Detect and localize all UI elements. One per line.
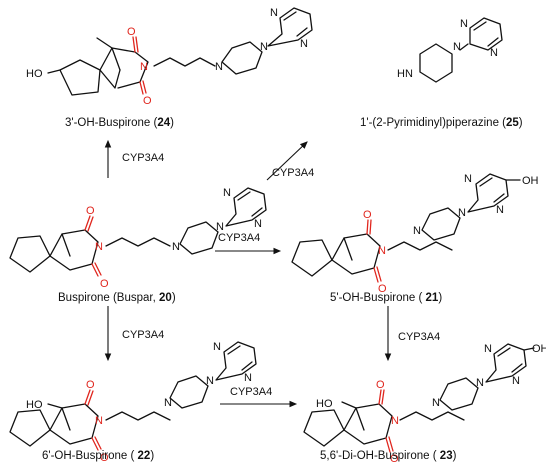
atom-oh-23: OH (532, 343, 546, 355)
atom-n-pyr-22a: N (244, 372, 252, 384)
compound-21-structure (291, 173, 521, 283)
atom-n-imide-24: N (140, 61, 148, 73)
enzyme-label-20-21: CYP3A4 (218, 232, 260, 244)
atom-n-pyr-24a: N (300, 38, 308, 50)
compound-20-structure (9, 187, 267, 277)
compound-22-structure (9, 341, 257, 451)
atom-n-pyr-21b: N (464, 173, 472, 185)
atom-n-pyr-20b: N (223, 187, 231, 199)
atom-n-pip-21a: N (413, 225, 421, 237)
atom-n-imide-22: N (95, 415, 103, 427)
label-compound-21: 5'-OH-Buspirone ( 21) (330, 292, 442, 304)
atom-o-20b: O (100, 278, 109, 290)
atom-o-23b: O (390, 453, 399, 463)
atom-n-pip-20a: N (172, 241, 180, 253)
atom-n-pyr-22b: N (213, 341, 221, 353)
atom-n-pip-23b: N (476, 377, 484, 389)
label-compound-23: 5,6'-Di-OH-Buspirone ( 23) (320, 450, 457, 462)
atom-o-20a: O (86, 205, 95, 217)
compound-24-structure (47, 7, 313, 96)
label-compound-24: 3'-OH-Buspirone (24) (65, 117, 174, 129)
atom-ho-24: HO (26, 68, 43, 80)
compound-23-structure (303, 343, 535, 453)
atom-n-pip-23a: N (432, 397, 440, 409)
enzyme-label-20-22: CYP3A4 (122, 329, 164, 341)
atom-oh-21: OH (522, 175, 539, 187)
atom-n-pip-20b: N (216, 221, 224, 233)
atom-n-imide-23: N (391, 415, 399, 427)
arrow-20-to-25 (266, 141, 308, 181)
atom-n-pyr-21a: N (496, 204, 504, 216)
atom-ho-23: HO (316, 398, 333, 410)
label-compound-22: 6'-OH-Buspirone ( 22) (42, 450, 154, 462)
atom-o-21a: O (363, 209, 372, 221)
atom-o-22b: O (100, 452, 109, 463)
label-compound-25: 1'-(2-Pyrimidinyl)piperazine (25) (360, 117, 523, 129)
atom-n-imide-20: N (95, 241, 103, 253)
atom-o-24a: O (127, 26, 136, 38)
enzyme-label-21-23: CYP3A4 (398, 331, 440, 343)
atom-o-22a: O (86, 379, 95, 391)
atom-n-pyr-25a: N (460, 18, 468, 30)
atom-n-imide-21: N (378, 245, 386, 257)
enzyme-label-20-24: CYP3A4 (122, 152, 164, 164)
atom-n-pip-25: N (453, 41, 461, 53)
atom-n-pyr-23a: N (512, 375, 520, 387)
atom-n-pip-21b: N (458, 207, 466, 219)
compound-25-structure (419, 17, 503, 83)
atom-o-21b: O (378, 283, 387, 295)
atom-o-24b: O (143, 95, 152, 107)
atom-n-pip-22b: N (206, 375, 214, 387)
atom-n-pip-22a: N (164, 397, 172, 409)
enzyme-label-22-23: CYP3A4 (230, 386, 272, 398)
label-compound-20: Buspirone (Buspar, 20) (58, 292, 176, 304)
atom-n-pip-24a: N (215, 61, 223, 73)
atom-n-pyr-24b: N (270, 7, 278, 19)
atom-n-pyr-25b: N (490, 47, 498, 59)
enzyme-label-20-25: CYP3A4 (272, 167, 314, 179)
atom-ho-22: HO (26, 399, 43, 411)
atom-n-pyr-20a: N (254, 218, 262, 230)
atom-hn-25: HN (397, 68, 413, 80)
atom-o-23a: O (376, 379, 385, 391)
atom-n-pyr-23b: N (484, 343, 492, 355)
atom-n-pip-24b: N (260, 41, 268, 53)
